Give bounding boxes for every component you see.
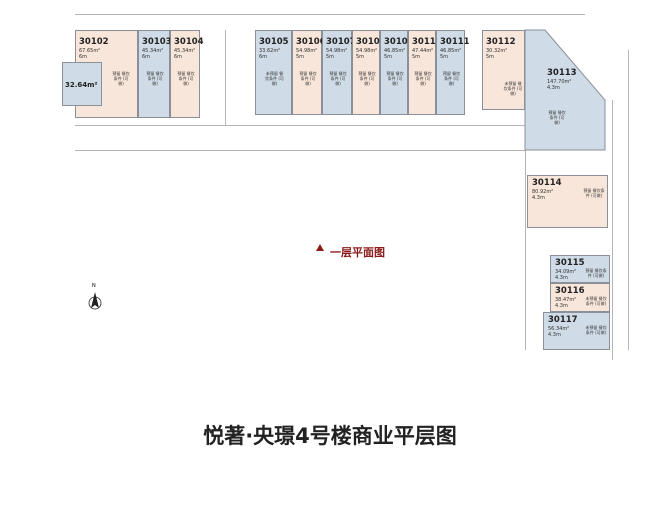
unit-height: 4.3m — [532, 195, 545, 201]
unit-id: 30112 — [486, 37, 516, 47]
unit-id: 30111 — [440, 37, 470, 47]
unit-height: 4.3m — [555, 303, 568, 309]
page-title: 悦著·央璟4号楼商业平层图 — [203, 424, 457, 448]
unit-height: 4.3m — [555, 275, 568, 281]
unit-condition: 未预留 餐饮条件 (可做) — [503, 81, 523, 96]
unit-condition: 预留 餐饮条件 (可做) — [358, 71, 376, 86]
unit-condition: 未预留 餐饮条件 (可做) — [585, 296, 607, 306]
unit-id: 30114 — [532, 178, 562, 188]
dimension-line — [75, 14, 585, 15]
unit-id: 30117 — [548, 315, 578, 325]
unit-height: 6m — [259, 54, 268, 60]
unit-id: 30109 — [384, 37, 414, 47]
wall-line — [612, 100, 613, 360]
unit-30113-polygon — [524, 29, 606, 151]
unit-height: 5m — [356, 54, 365, 60]
unit-height: 6m — [142, 54, 151, 60]
wall-line — [75, 125, 525, 126]
floor-label: 一层平面图 — [330, 246, 385, 259]
wall-line — [225, 30, 226, 125]
room-extra: 32.64m² — [62, 62, 102, 106]
unit-id: 30103 — [142, 37, 172, 47]
unit-condition: 预留 餐饮条件 (可做) — [585, 268, 607, 278]
unit-condition: 预留 餐饮条件 (可做) — [329, 71, 347, 86]
unit-condition: 预留 餐饮条件 (可做) — [146, 71, 164, 86]
unit-condition: 预留 餐饮条件 (可做) — [548, 110, 566, 125]
unit-id: 30110 — [412, 37, 442, 47]
unit-id: 30102 — [79, 37, 109, 47]
unit-id: 30106 — [296, 37, 326, 47]
unit-id: 30104 — [174, 37, 204, 47]
unit-condition: 预留 餐饮条件 (可做) — [112, 71, 130, 86]
room-area: 32.64m² — [65, 81, 98, 89]
unit-id: 30105 — [259, 37, 289, 47]
unit-condition: 未预留 餐饮条件 (可做) — [585, 325, 607, 335]
unit-id: 30115 — [555, 258, 585, 268]
unit-condition: 预留 餐饮条件 (可做) — [177, 71, 195, 86]
unit-condition: 未预留 餐饮条件 (可做) — [265, 71, 284, 86]
unit-height: 5m — [384, 54, 393, 60]
unit-id: 30113 — [547, 68, 577, 78]
unit-height: 6m — [174, 54, 183, 60]
unit-id: 30107 — [326, 37, 356, 47]
unit-condition: 预留 餐饮条件 (可做) — [442, 71, 461, 86]
unit-id: 30116 — [555, 286, 585, 296]
unit-height: 4.3m — [547, 85, 560, 91]
unit-condition: 预留 餐饮条件 (可做) — [386, 71, 404, 86]
axis-line — [75, 150, 525, 151]
axis-line — [628, 50, 629, 350]
unit-height: 5m — [440, 54, 449, 60]
unit-height: 5m — [486, 54, 495, 60]
unit-height: 5m — [296, 54, 305, 60]
north-label: N — [92, 283, 96, 289]
unit-height: 5m — [326, 54, 335, 60]
unit-height: 4.3m — [548, 332, 561, 338]
north-arrow-icon — [91, 292, 99, 308]
wall-line — [525, 150, 526, 350]
unit-height: 6m — [79, 54, 88, 60]
unit-condition: 预留 餐饮条件 (可做) — [299, 71, 317, 86]
unit-height: 5m — [412, 54, 421, 60]
unit-condition: 预留 餐饮条件 (可做) — [583, 188, 605, 198]
unit-condition: 预留 餐饮条件 (可做) — [414, 71, 432, 86]
unit-id: 30108 — [356, 37, 386, 47]
triangle-icon — [316, 244, 324, 251]
